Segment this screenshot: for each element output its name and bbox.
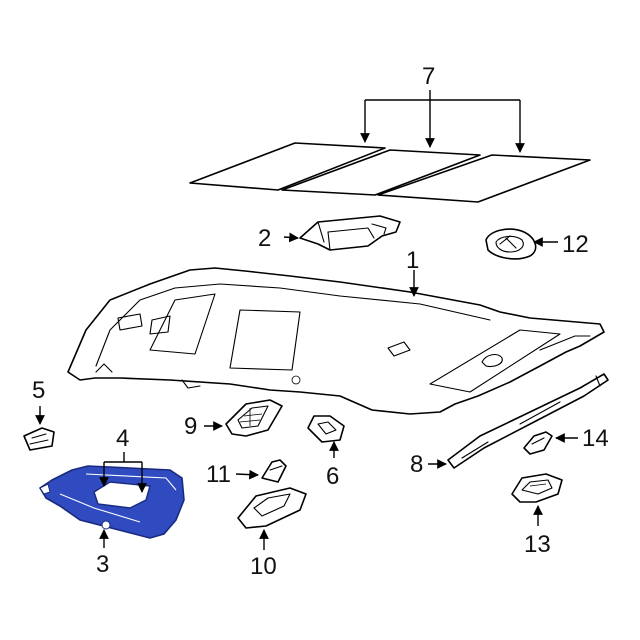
insulator-pad-middle — [281, 149, 481, 196]
callout-5: 5 — [32, 377, 45, 404]
part-8-trim-strip — [447, 373, 609, 469]
part-5-visor-clip — [23, 427, 55, 451]
part-3-sun-visor — [39, 465, 185, 539]
part-11-bulb — [261, 459, 287, 483]
leader-11 — [235, 469, 259, 480]
callout-8: 8 — [410, 451, 423, 478]
callout-3: 3 — [96, 551, 109, 578]
part-13-courtesy-lamp — [511, 473, 563, 503]
insulator-pad-right — [377, 154, 591, 203]
callout-14: 14 — [582, 425, 609, 452]
part-6-lamp — [307, 415, 345, 443]
part-9-map-lamp — [225, 399, 283, 437]
callout-9: 9 — [184, 413, 197, 440]
leader-4 — [99, 452, 147, 493]
callout-1: 1 — [406, 247, 419, 274]
callout-11: 11 — [206, 461, 231, 488]
callout-4: 4 — [116, 425, 129, 452]
part-14-lens — [523, 431, 553, 455]
leader-2 — [283, 232, 299, 243]
leader-7 — [360, 90, 525, 153]
callout-2: 2 — [258, 225, 271, 252]
vanity-mirror — [93, 481, 151, 509]
part-12-dome-lamp — [485, 228, 537, 260]
part-2-bracket — [299, 215, 401, 251]
insulator-pad-left — [189, 142, 386, 191]
part-7-insulator-pads — [189, 142, 591, 203]
callout-6: 6 — [326, 463, 339, 490]
callout-13: 13 — [524, 531, 551, 558]
callout-12: 12 — [562, 231, 589, 258]
part-1-headliner — [67, 267, 605, 415]
callout-10: 10 — [250, 553, 277, 580]
part-10-lens — [237, 487, 307, 529]
visor-pivot — [101, 520, 111, 530]
callout-7: 7 — [422, 63, 435, 90]
